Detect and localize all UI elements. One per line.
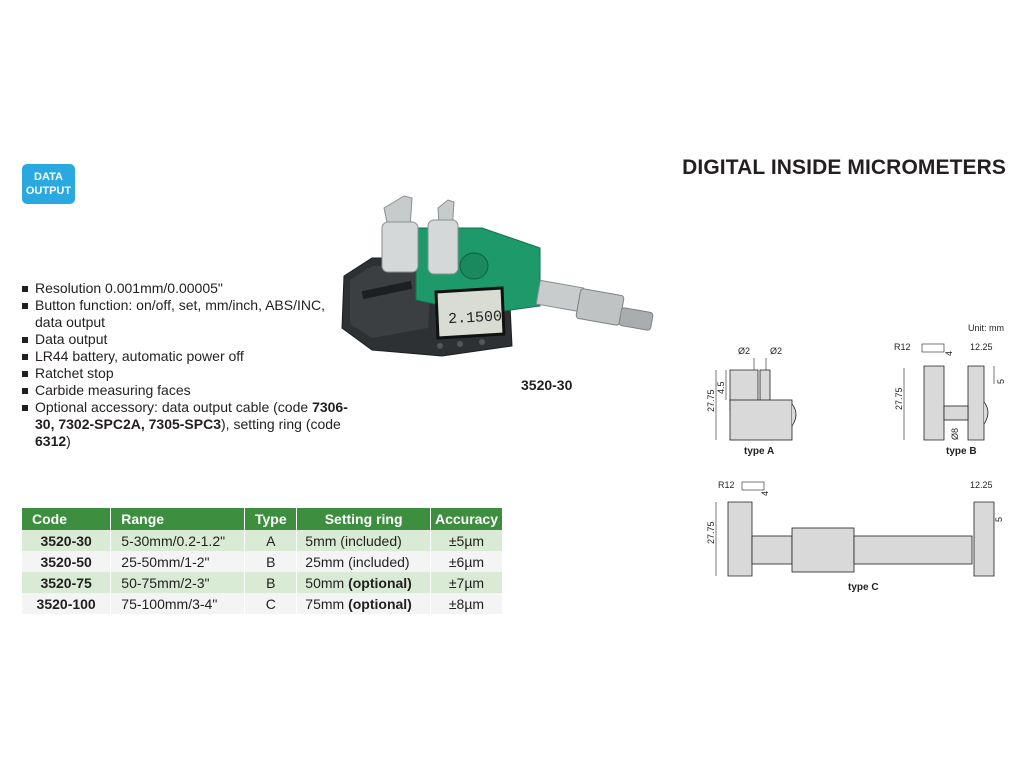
type-c-height: 27.75	[706, 521, 716, 544]
col-header: Code	[22, 508, 111, 530]
accuracy-cell: ±6µm	[429, 551, 502, 572]
ring-value: 5mm	[305, 532, 337, 549]
code-cell: 3520-50	[22, 551, 111, 572]
badge-line-2: OUTPUT	[25, 185, 72, 197]
feature-list: Resolution 0.001mm/0.00005" Button funct…	[20, 280, 350, 450]
feature-item: LR44 battery, automatic power off	[20, 348, 350, 365]
type-b-diameter: Ø8	[950, 428, 960, 440]
code-cell: 3520-75	[22, 572, 111, 593]
type-b-width: 4	[944, 351, 954, 356]
type-b-spacing: 12.25	[970, 342, 993, 352]
product-code: 3520-30	[521, 377, 573, 393]
type-b-height: 27.75	[894, 387, 904, 410]
type-a-drawing: Ø2 Ø2 27.75 4.5 type A	[706, 346, 797, 457]
type-a-d2: Ø2	[770, 346, 782, 356]
type-a-d1: Ø2	[738, 346, 750, 356]
setting-ring-cell: 25mm (included)	[296, 551, 431, 572]
page-title: DIGITAL INSIDE MICROMETERS	[682, 156, 1006, 179]
type-a-h2: 4.5	[716, 381, 726, 394]
setting-ring-cell: 75mm (optional)	[296, 593, 431, 614]
feature-text: )	[66, 433, 71, 449]
type-c-thickness: 5	[994, 517, 1004, 522]
ring-note: (included)	[348, 553, 410, 570]
table-row: 3520-50 25-50mm/1-2" B 25mm (included) ±…	[22, 551, 502, 572]
setting-ring-cell: 5mm (included)	[296, 530, 431, 551]
type-b-caption: type B	[946, 446, 977, 457]
type-b-thickness: 5	[996, 379, 1006, 384]
ring-note: (included)	[340, 532, 402, 549]
table-header-row: Code Range Type Setting ring Accuracy	[22, 508, 502, 530]
ring-value: 75mm	[305, 595, 345, 612]
type-b-radius: R12	[894, 342, 911, 352]
code-cell: 3520-100	[22, 593, 111, 614]
spec-table: Code Range Type Setting ring Accuracy 35…	[22, 508, 502, 614]
feature-text: ), setting ring (code	[221, 416, 341, 432]
cable-codes: 7306-30, 7302-SPC2A, 7305-SPC3	[35, 399, 348, 432]
table-row: 3520-75 50-75mm/2-3" B 50mm (optional) ±…	[22, 572, 502, 593]
type-a-h1: 27.75	[706, 389, 716, 412]
accuracy-cell: ±7µm	[429, 572, 502, 593]
table-row: 3520-30 5-30mm/0.2-1.2" A 5mm (included)…	[22, 530, 502, 551]
range-cell: 5-30mm/0.2-1.2"	[110, 530, 245, 551]
feature-item: Button function: on/off, set, mm/inch, A…	[20, 297, 350, 331]
feature-item: Data output	[20, 331, 350, 348]
type-c-spacing: 12.25	[970, 480, 993, 490]
col-header: Type	[244, 508, 297, 530]
ring-note: (optional)	[348, 595, 412, 612]
ring-value: 50mm	[305, 574, 345, 591]
range-cell: 75-100mm/3-4"	[110, 593, 245, 614]
type-c-width: 4	[760, 491, 770, 496]
type-cell: C	[244, 593, 297, 614]
ring-value: 25mm	[305, 553, 345, 570]
type-cell: A	[244, 530, 297, 551]
accuracy-cell: ±8µm	[429, 593, 502, 614]
type-b-drawing: R12 4 12.25 27.75 Ø8 5 type B	[894, 342, 1006, 457]
data-output-badge: DATA OUTPUT	[22, 164, 75, 204]
feature-item: Resolution 0.001mm/0.00005"	[20, 280, 350, 297]
feature-text: Optional accessory: data output cable (c…	[35, 399, 313, 415]
feature-item: Optional accessory: data output cable (c…	[20, 399, 350, 450]
table-row: 3520-100 75-100mm/3-4" C 75mm (optional)…	[22, 593, 502, 614]
unit-label: Unit: mm	[968, 323, 1004, 333]
ring-note: (optional)	[348, 574, 412, 591]
type-c-drawing: R12 4 12.25 27.75 5 type C	[706, 480, 1004, 593]
range-cell: 50-75mm/2-3"	[110, 572, 245, 593]
type-cell: B	[244, 551, 297, 572]
range-cell: 25-50mm/1-2"	[110, 551, 245, 572]
type-c-caption: type C	[848, 582, 879, 593]
col-header: Range	[110, 508, 245, 530]
badge-line-1: DATA	[34, 171, 63, 183]
setting-ring-cell: 50mm (optional)	[296, 572, 431, 593]
col-header: Setting ring	[296, 508, 431, 530]
accuracy-cell: ±5µm	[429, 530, 502, 551]
lcd-readout: 2.1500	[448, 308, 503, 328]
type-cell: B	[244, 572, 297, 593]
type-c-radius: R12	[718, 480, 735, 490]
code-cell: 3520-30	[22, 530, 111, 551]
micrometer-photo: 2.1500	[341, 195, 654, 357]
ring-code: 6312	[35, 433, 67, 449]
feature-item: Ratchet stop	[20, 365, 350, 382]
type-a-caption: type A	[744, 446, 774, 457]
col-header: Accuracy	[429, 508, 502, 530]
feature-item: Carbide measuring faces	[20, 382, 350, 399]
